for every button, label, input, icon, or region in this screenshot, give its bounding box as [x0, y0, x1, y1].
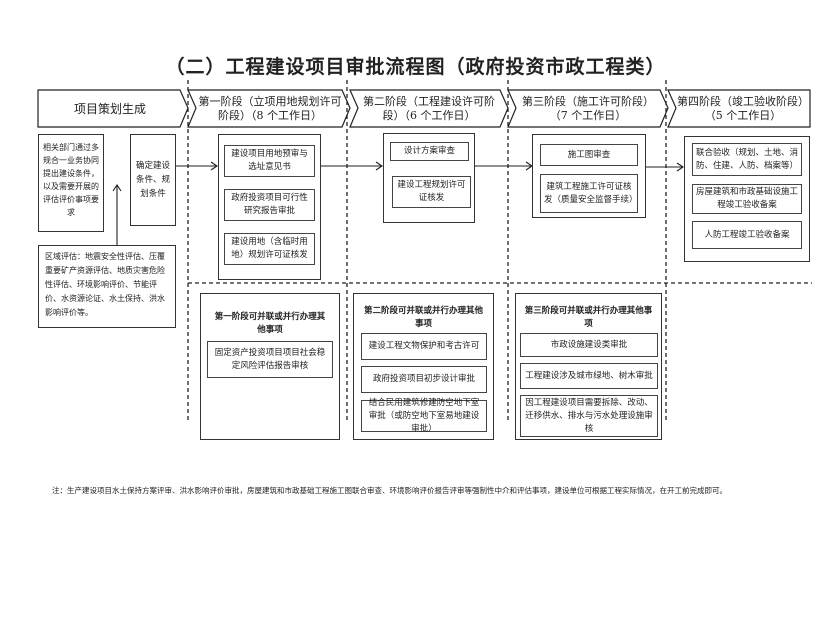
header-shape-planning: [37, 89, 189, 128]
parallel-item: 结合民用建筑修建防空地下室审批（或防空地下室易地建设审批）: [361, 398, 487, 434]
parallel-title: 第二阶段可并联或并行办理其他事项: [363, 306, 483, 329]
header-shape-stage2: [349, 89, 509, 128]
stage2-item: 建设工程规划许可证核发: [392, 176, 471, 208]
header-stage1: 第一阶段（立项用地规划许可阶段）（8 个工作日）: [198, 94, 342, 122]
stage1-item: 政府投资项目可行性研究报告审批: [224, 189, 315, 221]
stage4-item: 房屋建筑和市政基础设施工程竣工验收备案: [692, 184, 802, 214]
requirements-box: 相关部门通过多规合一业务协同提出建设条件，以及需要开展的评估评价事项要求: [38, 134, 104, 232]
conditions-box: 确定建设条件、规划条件: [130, 134, 176, 226]
header-shape-stage3: [507, 89, 669, 128]
header-stage4: 第四阶段（竣工验收阶段）（5 个工作日）: [677, 94, 809, 122]
header-planning: 项目策划生成: [73, 101, 146, 116]
stage4-item: 联合验收（规划、土地、消防、住建、人防、档案等）: [692, 143, 802, 176]
stage1-item: 建设用地（含临时用地）规划许可证核发: [224, 233, 315, 265]
parallel-title: 第一阶段可并联或并行办理其他事项: [214, 312, 326, 335]
stage1-item: 建设项目用地预审与选址意见书: [224, 145, 315, 177]
parallel-item: 市政设施建设类审批: [520, 333, 658, 357]
header-stage3: 第三阶段（施工许可阶段）（7 个工作日）: [522, 94, 654, 122]
parallel-item: 工程建设涉及城市绿地、树木审批: [520, 363, 658, 389]
parallel-title: 第三阶段可并联或并行办理其他事项: [524, 306, 653, 329]
parallel-item: 因工程建设项目需要拆除、改动、迁移供水、排水与污水处理设施审核: [520, 395, 658, 437]
stage3-item: 建筑工程施工许可证核发（质量安全监督手续）: [540, 174, 638, 213]
regional-assessment-box: 区域评估：地震安全性评估、压覆重要矿产资源评估、地质灾害危险性评估、环境影响评价…: [38, 245, 176, 328]
stage4-item: 人防工程竣工验收备案: [692, 221, 802, 249]
header-stage2: 第二阶段（工程建设许可阶段）（6 个工作日）: [363, 94, 495, 122]
stage3-item: 施工图审查: [540, 144, 638, 166]
parallel-item: 建设工程文物保护和考古许可: [361, 333, 487, 360]
header-shape-stage4: [667, 89, 811, 128]
page-title: （二）工程建设项目审批流程图（政府投资市政工程类）: [165, 56, 666, 78]
header-shape-stage1: [187, 89, 351, 128]
parallel-item: 固定资产投资项目项目社会稳定风险评估报告审核: [207, 341, 333, 378]
footnote: 注：生产建设项目水土保持方案评审、洪水影响评价审批，房屋建筑和市政基础工程施工图…: [52, 486, 727, 495]
parallel-item: 政府投资项目初步设计审批: [361, 366, 487, 393]
stage2-item: 设计方案审查: [390, 142, 469, 161]
